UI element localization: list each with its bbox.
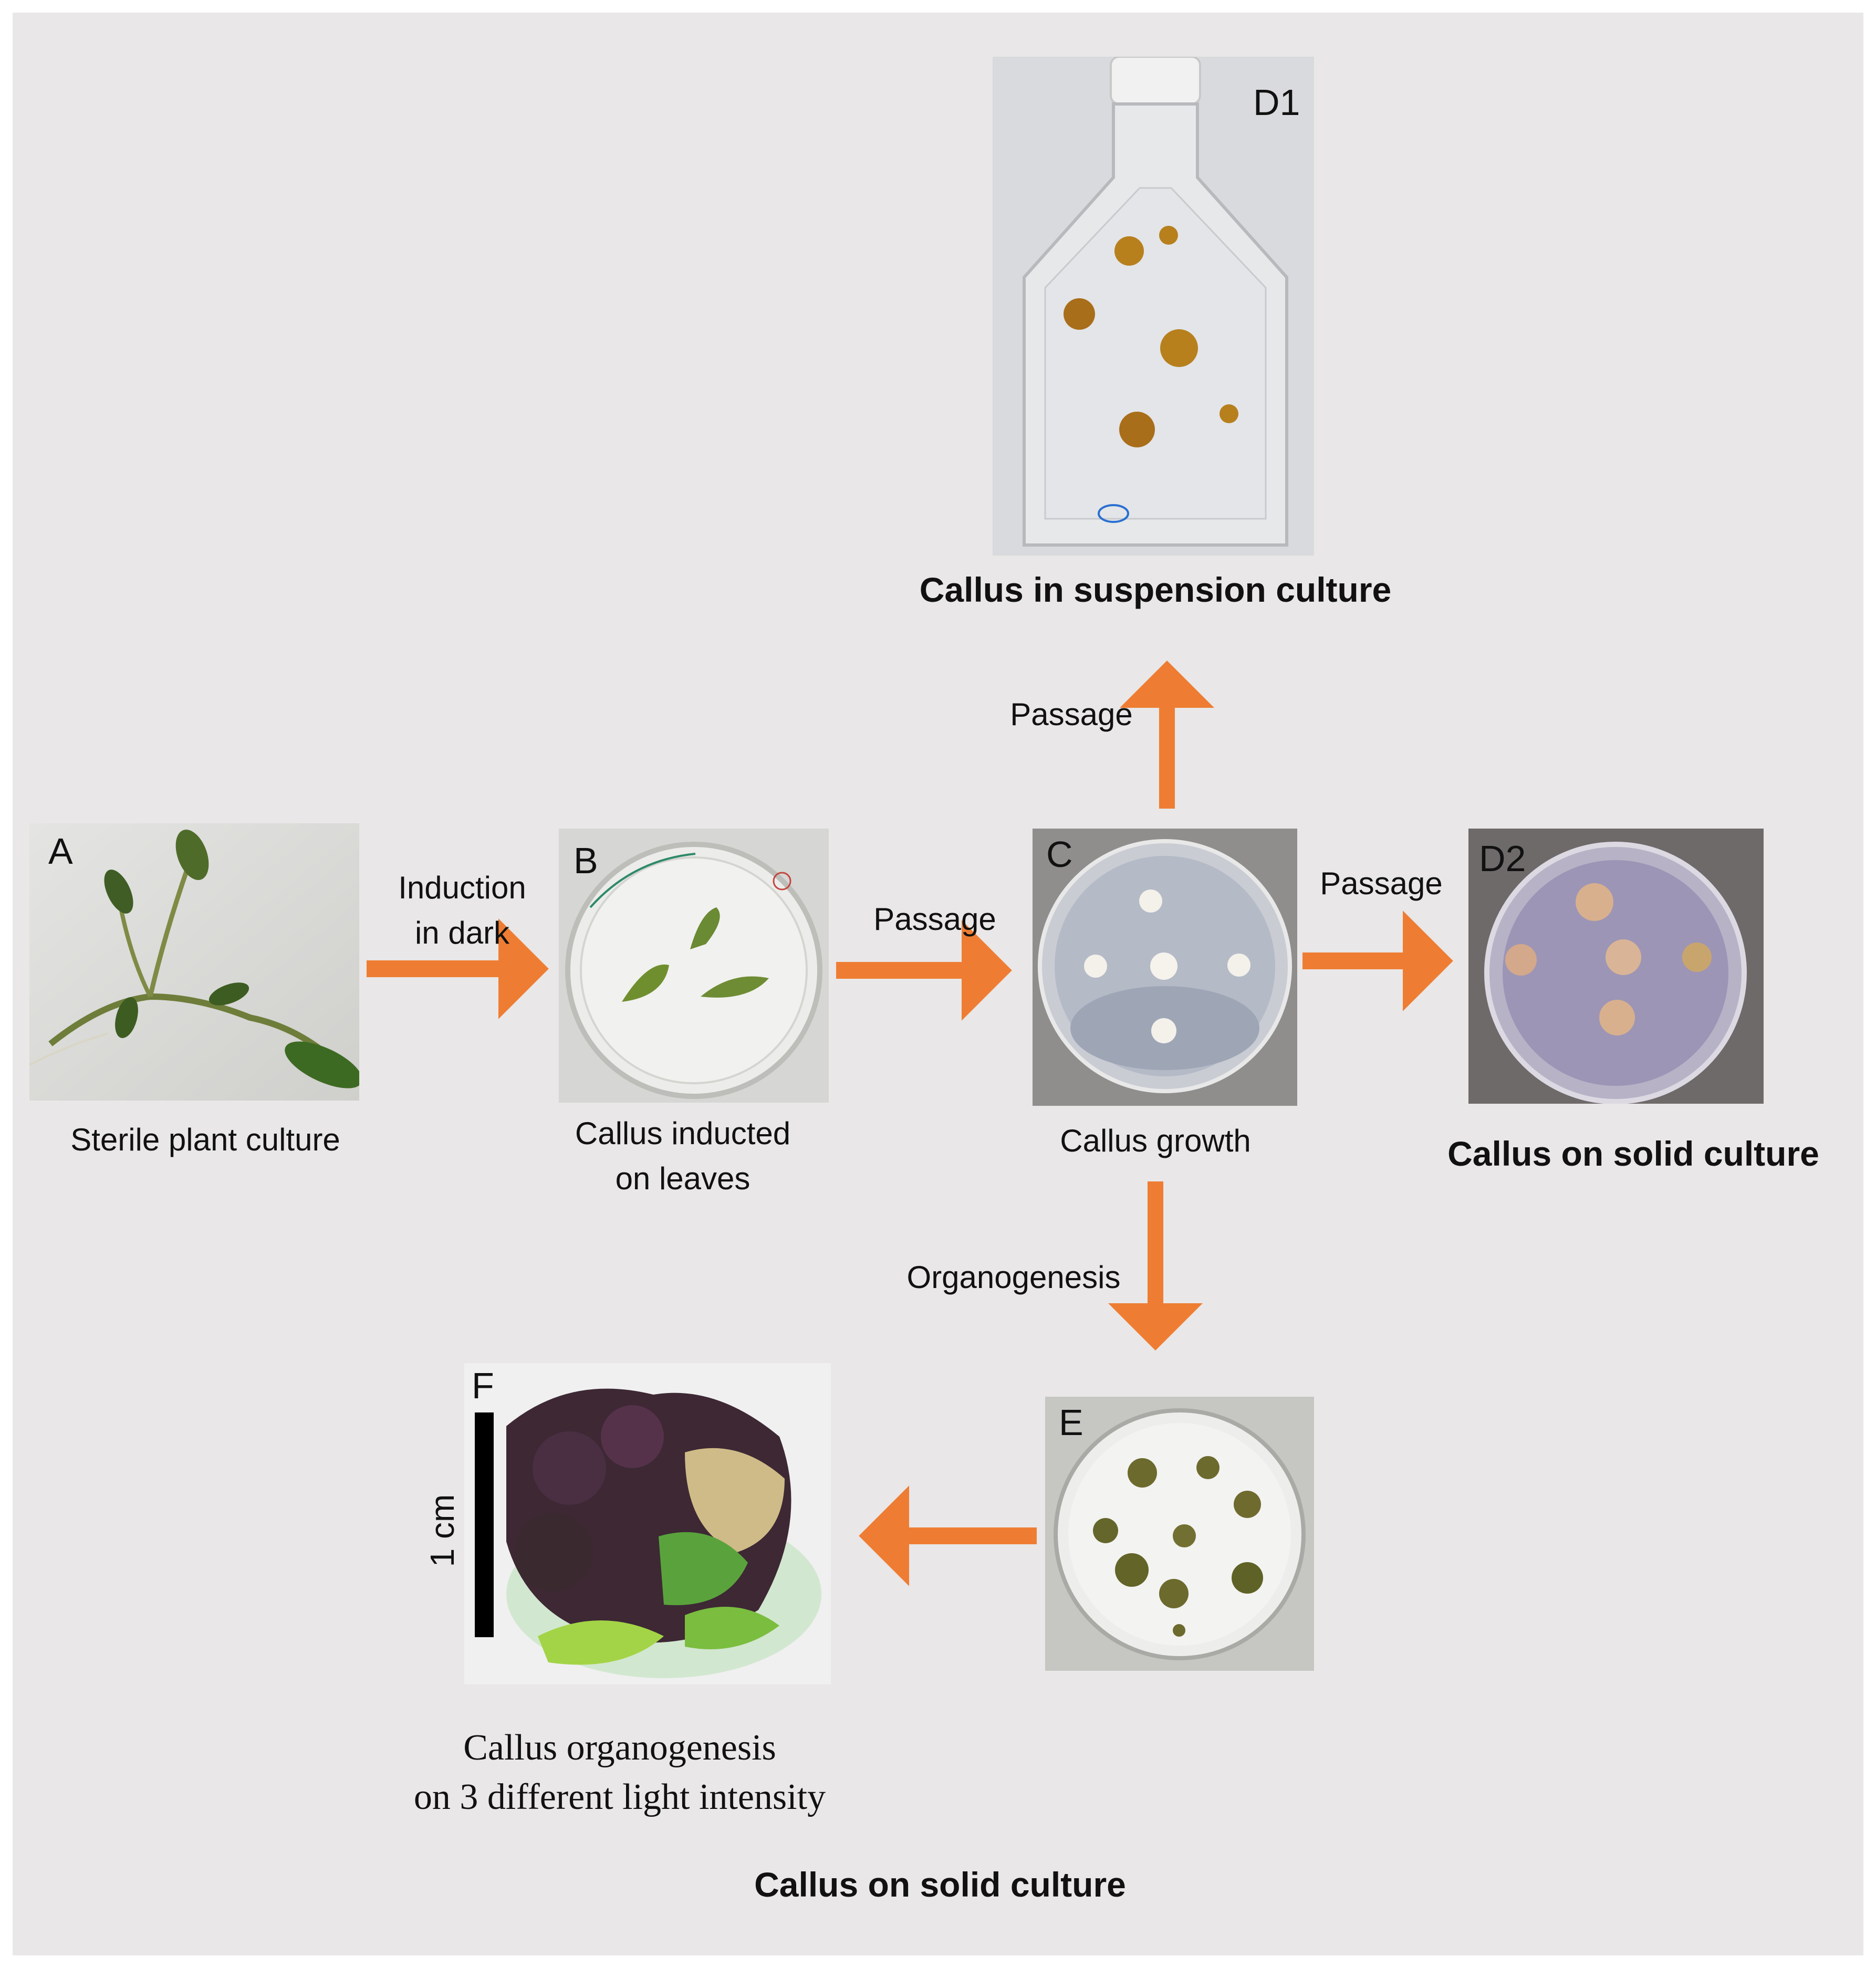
label-passage-c-d2-text: Passage [1320,866,1443,901]
panel-label-b: B [574,840,598,881]
photo-suspension-flask [993,57,1314,556]
photo-callus-solid [1468,829,1764,1104]
caption-a-line1: Sterile plant culture [70,1122,340,1157]
label-passage-c-d1-text: Passage [1010,697,1133,732]
label-passage-c-d1: Passage [993,692,1150,737]
panel-label-d1: D1 [1253,82,1300,123]
panel-label-f: F [472,1365,494,1406]
caption-f-line2: on 3 different light intensity [413,1777,826,1817]
caption-b-line1: Callus inducted [575,1116,791,1151]
label-induction-line2: in dark [414,915,510,950]
label-passage-b-c: Passage [840,897,1029,942]
caption-d1-line1: Callus in suspension culture [919,570,1392,609]
caption-b-line2: on leaves [615,1161,751,1196]
label-passage-b-c-text: Passage [873,902,996,937]
scale-bar-label: 1 cm [423,1494,461,1567]
photo-callus-organogenesis [464,1363,831,1684]
caption-c: Callus growth [1014,1118,1297,1164]
label-induction: Induction in dark [368,865,557,956]
caption-f: Callus organogenesis on 3 different ligh… [347,1723,893,1822]
caption-a: Sterile plant culture [29,1117,381,1163]
label-induction-line1: Induction [398,870,526,905]
label-passage-c-d2: Passage [1308,861,1455,906]
photo-organogenesis-dish [1045,1397,1314,1671]
caption-b: Callus inducted on leaves [525,1111,840,1201]
photo-callus-on-leaves [559,829,829,1103]
caption-d2-line1: Callus on solid culture [1447,1134,1819,1173]
caption-c-line1: Callus growth [1060,1123,1251,1158]
panel-label-e: E [1059,1402,1083,1443]
photo-sterile-plant [29,823,359,1101]
panel-label-d2: D2 [1479,838,1526,879]
panel-label-c: C [1046,834,1073,875]
caption-d2: Callus on solid culture [1429,1131,1838,1176]
panel-label-a: A [48,831,73,872]
photo-callus-growth [1033,829,1297,1106]
bottom-caption: Callus on solid culture [754,1865,1126,1904]
label-organogenesis: Organogenesis [882,1255,1145,1300]
caption-d1: Callus in suspension culture [893,567,1418,612]
caption-f-line1: Callus organogenesis [463,1728,776,1768]
label-organogenesis-text: Organogenesis [906,1260,1121,1295]
scale-bar [475,1412,494,1637]
